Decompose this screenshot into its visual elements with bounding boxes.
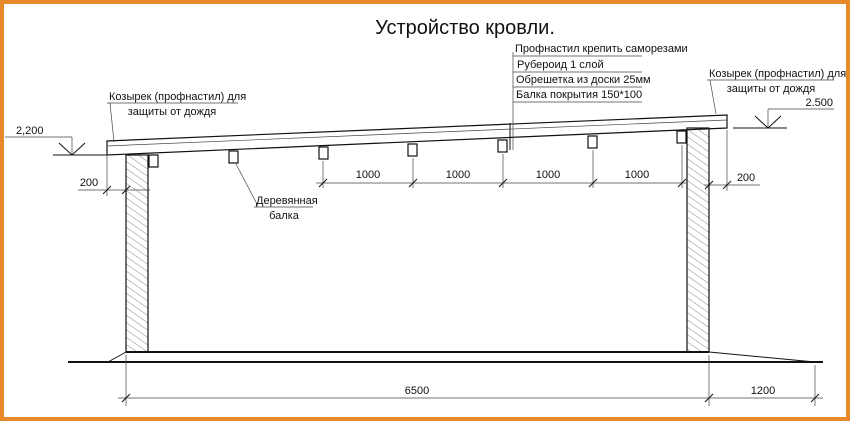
span-dimension: 6500 1200	[118, 355, 823, 406]
beam	[318, 146, 329, 160]
left-wall	[125, 154, 149, 353]
canopy-right-line1: Козырек (профнастил) для	[709, 68, 846, 80]
roof-layers-callout: Профнастил крепить саморезами Рубероид 1…	[509, 43, 688, 150]
spacing-label: 1000	[356, 169, 380, 181]
roof-slab	[106, 114, 728, 156]
beam-callout: Деревянная балка	[235, 163, 318, 222]
canopy-right-line2: защиты от дождя	[727, 83, 816, 95]
spacing-label: 1000	[446, 169, 470, 181]
layer-label: Профнастил крепить саморезами	[515, 43, 688, 55]
beam-label-line2: балка	[269, 210, 300, 222]
outer-label: 1200	[751, 385, 775, 397]
spacing-label: 1000	[625, 169, 649, 181]
left-overhang-dimension: 200	[78, 156, 150, 196]
beam-spacing-dimension: 1000 1000 1000 1000	[316, 145, 687, 188]
layer-label: Балка покрытия 150*100	[516, 89, 642, 101]
right-overhang-dimension: 200	[704, 130, 760, 191]
level-right-label: 2.500	[805, 97, 833, 109]
layer-label: Рубероид 1 слой	[517, 59, 604, 71]
level-mark-right: 2.500	[733, 97, 834, 129]
level-mark-left: 2,200	[5, 125, 107, 156]
level-left-label: 2,200	[16, 125, 44, 137]
beam	[497, 139, 508, 153]
beam	[676, 130, 687, 144]
overhang-left-label: 200	[80, 177, 98, 189]
overhang-right-label: 200	[737, 172, 755, 184]
canopy-callout-left: Козырек (профнастил) для защиты от дождя	[107, 91, 246, 143]
beam	[148, 154, 159, 168]
right-wall	[686, 127, 710, 353]
canopy-left-line1: Козырек (профнастил) для	[109, 91, 246, 103]
span-label: 6500	[405, 385, 429, 397]
layer-label: Обрешетка из доски 25мм	[516, 74, 651, 86]
beams	[148, 130, 687, 168]
spacing-label: 1000	[536, 169, 560, 181]
canopy-left-line2: защиты от дождя	[128, 106, 217, 118]
beam-label-line1: Деревянная	[256, 195, 318, 207]
beam	[407, 143, 418, 157]
beam	[587, 135, 598, 149]
canopy-callout-right: Козырек (профнастил) для защиты от дождя	[707, 68, 846, 115]
beam	[228, 150, 239, 164]
drawing-title: Устройство кровли.	[375, 17, 555, 39]
floor	[68, 351, 823, 363]
